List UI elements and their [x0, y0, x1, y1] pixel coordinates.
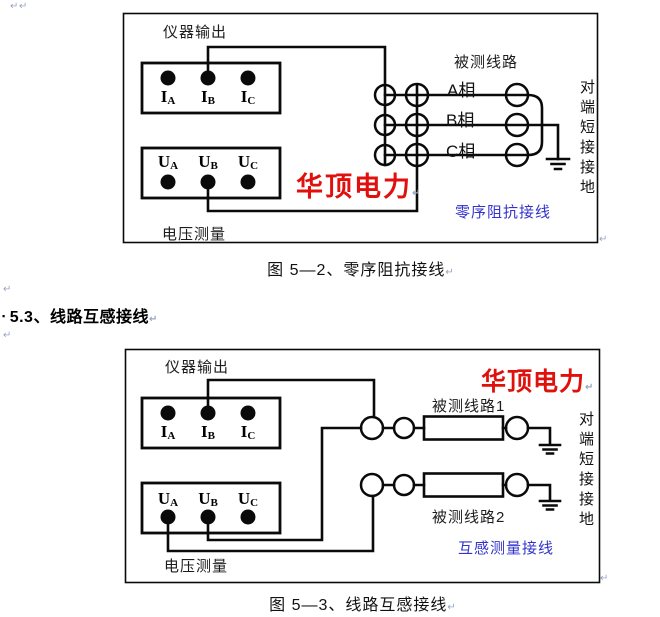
figure2-ub-wire	[206, 426, 363, 542]
paragraph-mark: ↵	[3, 284, 12, 295]
figure1-phase-c-label: C相	[446, 142, 476, 161]
figure2-line1-box	[422, 415, 505, 441]
figure1-tested-line-label: 被测线路	[454, 54, 519, 71]
paragraph-mark: ↵	[10, 1, 19, 12]
paragraph-mark: ↵	[19, 1, 28, 12]
figure1-ground-icon	[545, 157, 571, 171]
figure2-line2-box	[422, 472, 505, 498]
figure1-caption: 图 5—2、零序阻抗接线↵	[267, 262, 454, 279]
figure1-phase-a-label: A相	[447, 81, 476, 100]
section-heading: ▪5.3、线路互感接线↵	[2, 309, 158, 326]
figure2-terminal-label-ia: IA	[160, 422, 176, 442]
figure1-voltage-measure-label: 电压测量	[162, 226, 227, 243]
figure2-wiring-type-label: 互感测量接线	[458, 540, 555, 557]
figure1-terminal-label-ib: IB	[201, 87, 215, 107]
figure2-line1-wires	[381, 426, 552, 446]
figure1-phase-junction	[526, 93, 544, 157]
figure2-tested-line2-label: 被测线路2	[432, 509, 506, 526]
figure2-tested-line1-label: 被测线路1	[432, 398, 506, 415]
figure1-terminal-label-uc: UC	[237, 152, 259, 172]
figure2-line1-clamp-circles	[359, 415, 530, 441]
figure2-voltage-measure-label: 电压测量	[164, 558, 229, 575]
figure2-diagram	[124, 348, 601, 584]
figure2-instrument-output-label: 仪器输出	[165, 359, 230, 376]
figure1-voltage-terminal-box	[140, 146, 282, 200]
figure2-line2-wires	[381, 483, 552, 502]
figure1-terminal-label-ua: UA	[157, 152, 179, 172]
figure2-ground1-icon	[538, 443, 562, 455]
figure2-terminal-label-ua: UA	[157, 489, 179, 509]
figure2-terminal-label-uc: UC	[237, 489, 259, 509]
figure1-wiring-type-label: 零序阻抗接线	[455, 204, 552, 221]
figure1-instrument-output-label: 仪器输出	[163, 24, 228, 41]
figure2-watermark: 华顶电力↵	[481, 368, 594, 396]
figure2-ua-wire	[166, 494, 375, 553]
figure1-remote-ground-label: 对端短接接地	[578, 79, 595, 199]
figure2-remote-ground-label: 对端短接接地	[577, 411, 594, 531]
figure1-border	[122, 12, 599, 244]
figure2-current-terminal-box	[140, 396, 282, 450]
figure2-voltage-terminal-box	[140, 481, 282, 535]
figure1-terminal-dots	[160, 70, 256, 190]
paragraph-mark: ↵	[600, 573, 609, 584]
figure2-terminal-label-ub: UB	[198, 489, 218, 509]
figure1-phase-lines	[383, 93, 560, 161]
figure2-caption: 图 5—3、线路互感接线↵	[269, 597, 456, 614]
figure2-terminal-label-ib: IB	[201, 422, 215, 442]
figure2-terminal-label-ic: IC	[240, 422, 256, 442]
paragraph-mark: ↵	[3, 330, 12, 341]
figure1-diagram	[122, 12, 599, 244]
figure2-border	[124, 348, 601, 584]
figure1-clamp-circles	[373, 82, 530, 168]
figure1-terminal-label-ic: IC	[240, 87, 256, 107]
figure1-current-terminal-box	[140, 61, 282, 115]
paragraph-mark: ↵	[599, 234, 608, 245]
figure1-phase-b-label: B相	[446, 111, 475, 130]
figure1-terminal-label-ia: IA	[160, 87, 176, 107]
figure1-terminal-label-ub: UB	[198, 152, 218, 172]
heading-bullet-icon: ▪	[2, 311, 6, 321]
figure1-watermark: 华顶电力↵	[296, 172, 421, 202]
figure1-ub-wire	[206, 83, 419, 213]
figure2-ground2-icon	[538, 499, 562, 511]
figure2-ib-wire	[206, 378, 376, 419]
figure2-line2-clamp-circles	[359, 472, 530, 498]
